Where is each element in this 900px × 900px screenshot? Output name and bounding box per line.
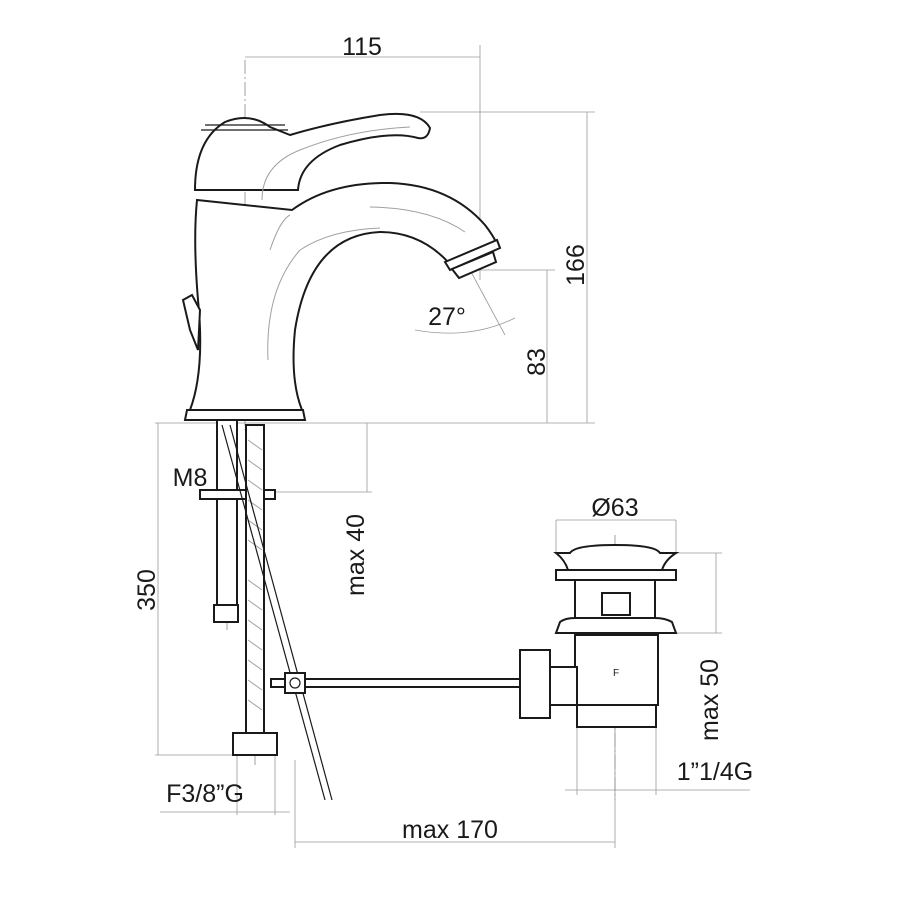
rod-nut (213, 604, 239, 623)
dim-drain-thread: 1”1/4G (677, 758, 753, 786)
dim-drain-diameter: Ø63 (591, 494, 638, 522)
dim-thread-rod: M8 (173, 464, 208, 492)
dim-pop-up-reach: max 170 (402, 816, 498, 844)
threaded-rod (216, 419, 238, 606)
hose-nut (232, 732, 278, 756)
drain-mark: F (613, 668, 619, 679)
pop-up-drain: F (519, 543, 680, 728)
dim-height-total: 166 (562, 244, 590, 286)
pop-up-rod (270, 672, 522, 694)
dim-spout-angle: 27° (428, 303, 466, 331)
dim-deck-thickness: max 40 (342, 514, 370, 596)
rod-nut (519, 649, 551, 719)
dim-width-top: 115 (342, 33, 382, 61)
dim-hose-length: 350 (133, 569, 161, 611)
dim-drain-height: max 50 (696, 659, 724, 741)
dim-hose-connection: F3/8”G (166, 780, 244, 808)
dim-spout-height: 83 (523, 348, 551, 376)
faucet-body (181, 112, 502, 421)
fixing-washer (199, 489, 276, 500)
mounting-rod-and-hose (199, 419, 333, 801)
rod-clamp (284, 672, 306, 694)
